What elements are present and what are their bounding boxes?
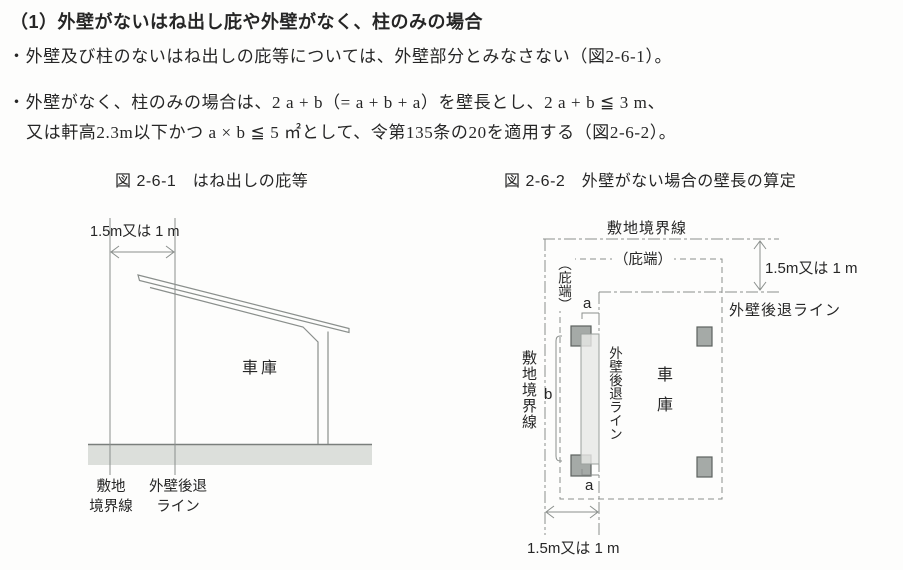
bullet-item-1: ・外壁及び柱のないはね出しの庇等については、外壁部分とみなさない（図2-6-1）… — [8, 47, 673, 66]
fig2-setback-line-label: 外壁後退ライン — [729, 302, 842, 319]
fig2-offset-dimension-arrow-right — [753, 240, 767, 291]
fig1-site-boundary-label-line1: 敷地 — [96, 479, 126, 495]
fig2-garage-label: 車庫 — [654, 366, 671, 426]
fig1-carport-beam — [149, 286, 319, 444]
fig2-site-boundary-label-top: 敷地境界線 — [607, 220, 688, 237]
fig1-offset-dimension-arrow — [110, 245, 175, 259]
fig2-offset-dimension-label-right: 1.5m又は 1 m — [765, 260, 858, 277]
fig2-dim-a-bracket-bottom — [581, 469, 599, 476]
figure1-title: 図 2-6-1 はね出しの庇等 — [115, 173, 309, 190]
fig2-setback-line-label-vertical: 外壁後退ライン — [607, 346, 622, 441]
figure2-title: 図 2-6-2 外壁がない場合の壁長の算定 — [504, 173, 797, 190]
document-heading: （1）外壁がないはね出し庇や外壁がなく、柱のみの場合 — [10, 12, 484, 32]
fig2-offset-dimension-arrow-bottom — [545, 505, 599, 519]
bullet-item-2-line-2: 又は軒高2.3m以下かつ a × b ≦ 5 ㎡として、令第135条の20を適用… — [26, 123, 677, 142]
fig2-eave-edge-label-left: （庇端） — [551, 257, 575, 311]
fig1-garage-label: 車庫 — [242, 360, 281, 377]
fig1-ground — [88, 444, 372, 465]
fig1-site-boundary-label-line2: 境界線 — [89, 499, 133, 515]
fig2-dim-b-label: b — [544, 386, 553, 403]
fig2-dim-a-bracket-top — [581, 312, 599, 319]
fig2-offset-dimension-label-bottom: 1.5m又は 1 m — [527, 540, 620, 557]
fig1-carport-roof — [137, 274, 350, 334]
fig2-column-top-right — [696, 326, 713, 347]
fig2-dim-a-bottom-label: a — [585, 477, 594, 494]
fig1-setback-line-label-line1: 外壁後退 — [149, 479, 207, 495]
fig2-dim-b-bracket — [555, 335, 562, 462]
fig1-setback-line-label: 外壁後退 ライン — [143, 477, 213, 517]
fig1-offset-dimension-label: 1.5m又は 1 m — [90, 224, 180, 240]
fig2-column-bottom-right — [696, 456, 713, 478]
fig2-dim-a-top-label: a — [583, 295, 592, 312]
fig1-setback-line-label-line2: ライン — [156, 499, 200, 515]
fig2-site-boundary-label-left: 敷地境界線 — [520, 350, 537, 430]
fig2-eave-edge-label-top: （庇端） — [612, 248, 674, 269]
fig1-site-boundary-label: 敷地 境界線 — [84, 477, 138, 517]
fig2-wall-length-bar — [580, 333, 600, 465]
bullet-item-2-line-1: ・外壁がなく、柱のみの場合は、2 a + b（= a + b + a）を壁長とし… — [8, 93, 666, 112]
